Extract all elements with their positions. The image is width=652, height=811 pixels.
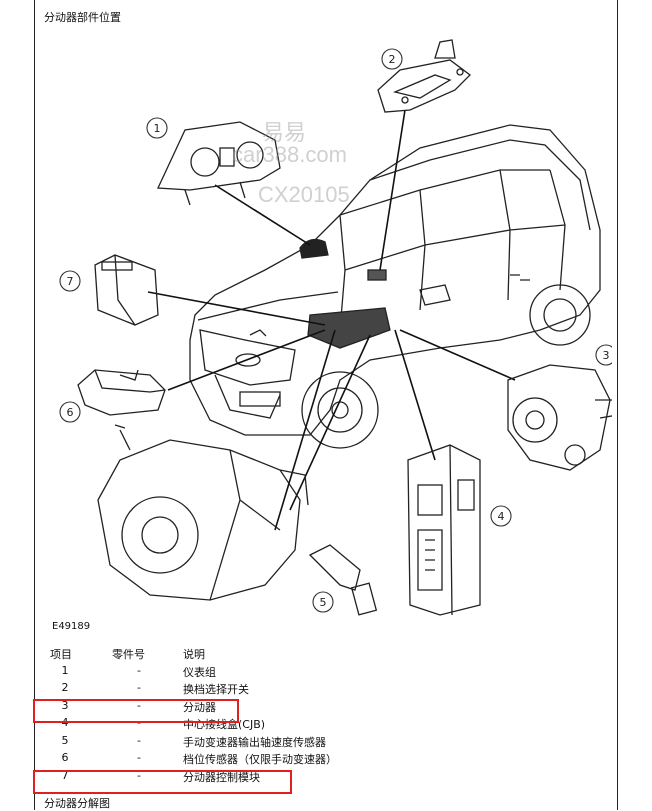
- figure-id: E49189: [52, 621, 91, 632]
- section-title: 分动器部件位置: [44, 11, 121, 24]
- row-desc: 分动器: [183, 700, 216, 714]
- callout-5: 5: [320, 596, 327, 609]
- central-junction-box-illustration: [407, 444, 481, 616]
- table-row: 1 - 仪表组: [44, 664, 584, 682]
- row-item: 1: [61, 663, 69, 677]
- row-desc: 手动变速器输出轴速度传感器: [183, 735, 326, 749]
- watermark-line2: car388.com: [232, 142, 347, 167]
- parts-table: 项目 零件号 说明 1 - 仪表组 2 - 换档选择开关 3 - 分动器 4 -…: [44, 646, 584, 786]
- callout-6: 6: [67, 406, 74, 419]
- row-desc: 仪表组: [183, 665, 216, 679]
- page-border-left: [34, 0, 35, 810]
- row-item: 7: [61, 768, 69, 782]
- row-item: 3: [61, 698, 69, 712]
- output-shaft-speed-sensor-illustration: [308, 544, 378, 616]
- footer-section-title: 分动器分解图: [44, 797, 110, 810]
- row-part: -: [137, 663, 141, 677]
- gear-selector-illustration: [377, 39, 471, 113]
- transfer-case-control-module-illustration: [94, 254, 159, 326]
- row-part: -: [137, 733, 141, 747]
- row-desc: 分动器控制模块: [183, 770, 260, 784]
- row-desc: 换档选择开关: [183, 683, 249, 696]
- header-part-number: 零件号: [112, 648, 145, 661]
- highlight-box-row-7: [33, 770, 292, 794]
- watermark-line3: CX20105: [258, 182, 350, 207]
- component-location-illustration: 1 2 3 4 5 6 7: [59, 39, 612, 616]
- page-border-right: [617, 0, 618, 810]
- table-row: 5 - 手动变速器输出轴速度传感器: [44, 734, 584, 752]
- row-part: -: [137, 681, 141, 694]
- header-item: 项目: [50, 648, 72, 661]
- header-description: 说明: [183, 648, 205, 661]
- row-part: -: [137, 698, 141, 712]
- callout-7: 7: [67, 275, 74, 288]
- row-part: -: [137, 768, 141, 782]
- manual-transmission-illustration: [97, 424, 309, 601]
- gear-position-sensor-illustration: [77, 369, 166, 416]
- callout-2: 2: [389, 53, 396, 66]
- table-header: 项目 零件号 说明: [44, 646, 584, 664]
- highlight-box-row-3: [33, 699, 239, 723]
- watermark-line1: 易易: [262, 120, 307, 145]
- table-row: 3 - 分动器: [44, 699, 584, 717]
- callout-4: 4: [498, 510, 505, 523]
- callout-1: 1: [154, 122, 161, 135]
- row-part: -: [137, 751, 141, 764]
- table-row: 2 - 换档选择开关: [44, 681, 584, 699]
- row-desc: 档位传感器（仅限手动变速器）: [183, 753, 337, 766]
- transfer-case-illustration: [507, 364, 612, 471]
- table-row: 7 - 分动器控制模块: [44, 769, 584, 787]
- row-item: 6: [61, 751, 69, 764]
- instrument-cluster-illustration: [157, 121, 281, 206]
- table-row: 6 - 档位传感器（仅限手动变速器）: [44, 751, 584, 769]
- callout-3: 3: [603, 349, 610, 362]
- row-item: 2: [61, 681, 69, 694]
- row-item: 5: [61, 733, 69, 747]
